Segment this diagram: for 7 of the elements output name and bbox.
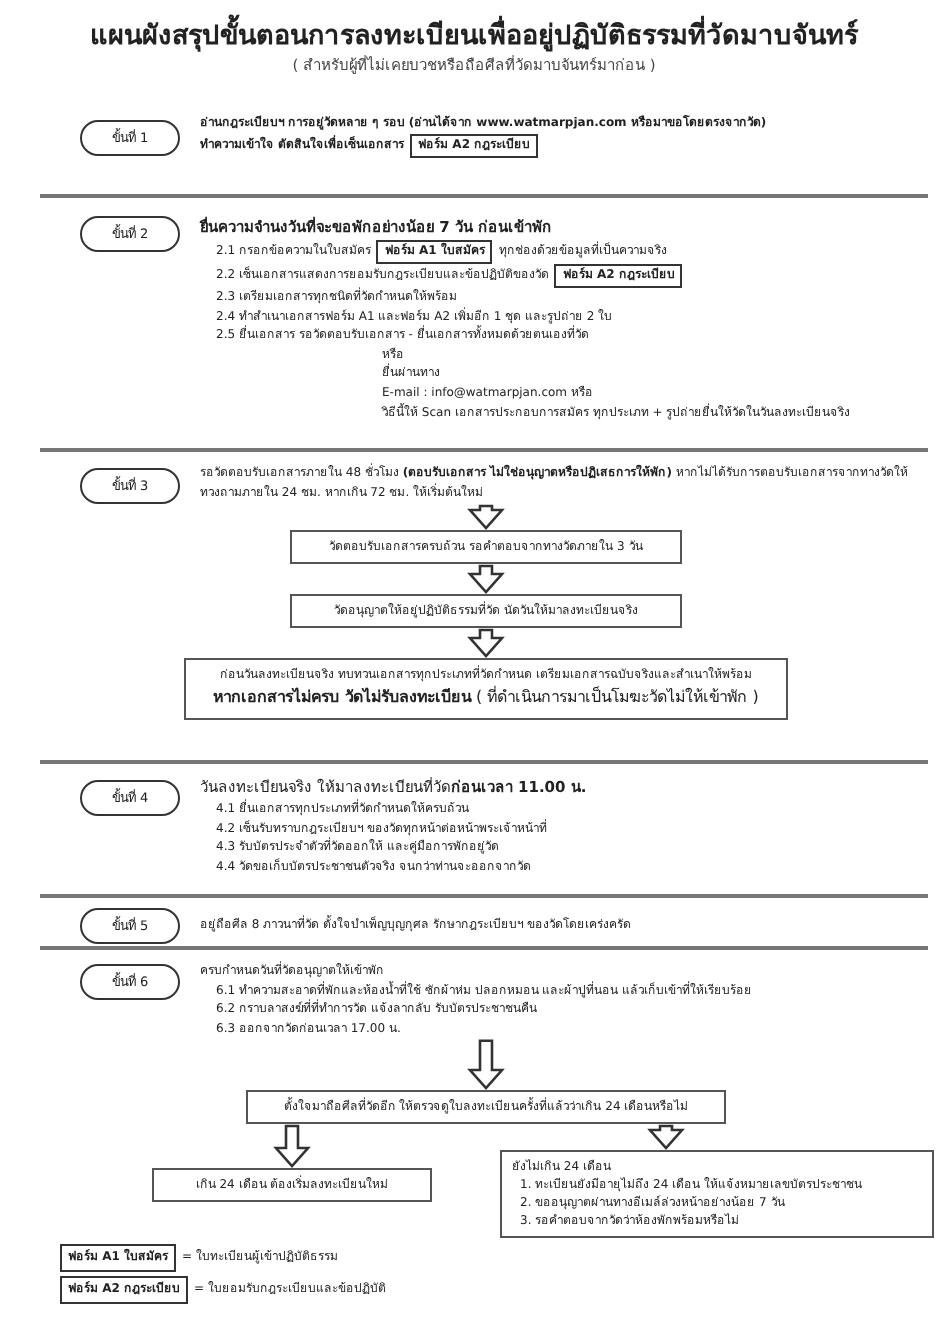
arrow (467, 1039, 505, 1090)
arrow (467, 564, 505, 594)
arrow (273, 1124, 311, 1168)
arrow (467, 628, 505, 658)
title: แผนผังสรุปขั้นตอนการลงทะเบียนเพื่ออยู่ปฏิบัติธรรมที่วัดมาบจันทร์ (0, 12, 948, 56)
arrow (647, 1124, 685, 1150)
arrow (467, 504, 505, 530)
